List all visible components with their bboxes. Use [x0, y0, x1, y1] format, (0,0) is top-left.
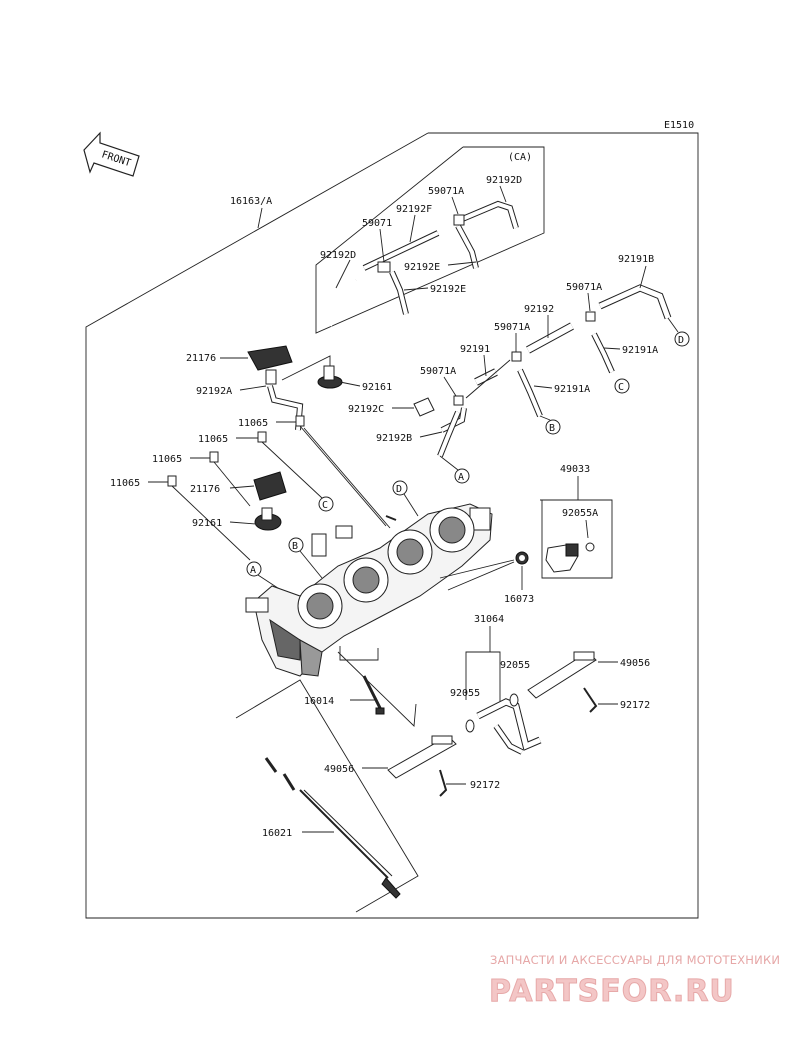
label-92191: 92191	[460, 344, 490, 355]
callout-c-upper: C	[614, 378, 630, 394]
callout-c-lower: C	[318, 496, 334, 512]
label-92161-bottom: 92161	[192, 518, 222, 529]
label-92191A-1: 92191A	[622, 345, 658, 356]
label-92192E-2: 92192E	[430, 284, 466, 295]
label-49033: 49033	[560, 464, 590, 475]
label-92161-top: 92161	[362, 382, 392, 393]
label-92192E-1: 92192E	[404, 262, 440, 273]
callout-d-upper: D	[667, 317, 690, 347]
injector-part	[545, 542, 595, 573]
label-49056-right: 49056	[620, 658, 650, 669]
label-11065-b: 11065	[198, 434, 228, 445]
injector-frame	[540, 499, 613, 579]
screw-16014	[362, 675, 385, 715]
label-21176-bottom: 21176	[190, 484, 220, 495]
watermark-tagline: ЗАПЧАСТИ И АКСЕССУАРЫ ДЛЯ МОТОТЕХНИКИ	[490, 953, 780, 967]
svg-text:C: C	[322, 500, 328, 511]
svg-text:B: B	[549, 423, 555, 434]
label-11065-a: 11065	[238, 418, 268, 429]
fuel-rail-right	[527, 651, 598, 713]
svg-text:B: B	[292, 541, 298, 552]
label-92055-right: 92055	[500, 660, 530, 671]
label-92192D-ca: 92192D	[486, 175, 522, 186]
sensor-bottom	[253, 471, 287, 531]
ca-hoses	[328, 200, 519, 327]
label-59071A-2: 59071A	[494, 322, 530, 333]
label-92055-left: 92055	[450, 688, 480, 699]
vacuum-hoses	[413, 284, 672, 458]
fuel-rail-left	[387, 735, 457, 797]
svg-text:C: C	[618, 382, 624, 393]
label-92192F: 92192F	[396, 204, 432, 215]
label-92192A: 92192A	[196, 386, 232, 397]
label-16014: 16014	[304, 696, 334, 707]
callout-b-lower: B	[288, 537, 323, 579]
label-11065-d: 11065	[110, 478, 140, 489]
ca-subframe	[315, 146, 545, 334]
label-16163A: 16163/A	[230, 196, 272, 207]
callout-d-lower: D	[392, 480, 419, 517]
label-92172-left: 92172	[470, 780, 500, 791]
label-59071A-3: 59071A	[420, 366, 456, 377]
throttle-body-assembly	[245, 503, 493, 677]
label-11065-c: 11065	[152, 454, 182, 465]
label-92191B: 92191B	[618, 254, 654, 265]
seal-16073	[515, 551, 529, 565]
svg-text:A: A	[250, 565, 256, 576]
callout-a-lower: A	[246, 561, 291, 597]
assembly-frame	[85, 132, 699, 919]
label-59071A-1: 59071A	[566, 282, 602, 293]
label-92192C: 92192C	[348, 404, 384, 415]
svg-text:A: A	[458, 472, 464, 483]
diagram-code: E1510	[664, 120, 694, 131]
label-92191A-2: 92191A	[554, 384, 590, 395]
label-16073: 16073	[504, 594, 534, 605]
callout-a-upper: A	[439, 455, 470, 484]
label-92172-right: 92172	[620, 700, 650, 711]
label-92055A: 92055A	[562, 508, 598, 519]
label-31064: 31064	[474, 614, 504, 625]
front-arrow-icon: FRONT	[83, 131, 140, 177]
label-59071A-ca: 59071A	[428, 186, 464, 197]
watermark-logo: PARTSFOR.RU	[489, 974, 735, 1009]
callout-b-upper: B	[539, 415, 561, 435]
svg-text:D: D	[396, 484, 402, 495]
label-21176-top: 21176	[186, 353, 216, 364]
label-49056-left: 49056	[324, 764, 354, 775]
label-92192B: 92192B	[376, 433, 412, 444]
label-ca: (CA)	[508, 152, 532, 163]
fuel-hose	[465, 693, 542, 755]
label-92192D: 92192D	[320, 250, 356, 261]
label-92192: 92192	[524, 304, 554, 315]
svg-text:D: D	[678, 335, 684, 346]
label-16021: 16021	[262, 828, 292, 839]
label-59071-ca: 59071	[362, 218, 392, 229]
cable-16021	[264, 757, 401, 899]
